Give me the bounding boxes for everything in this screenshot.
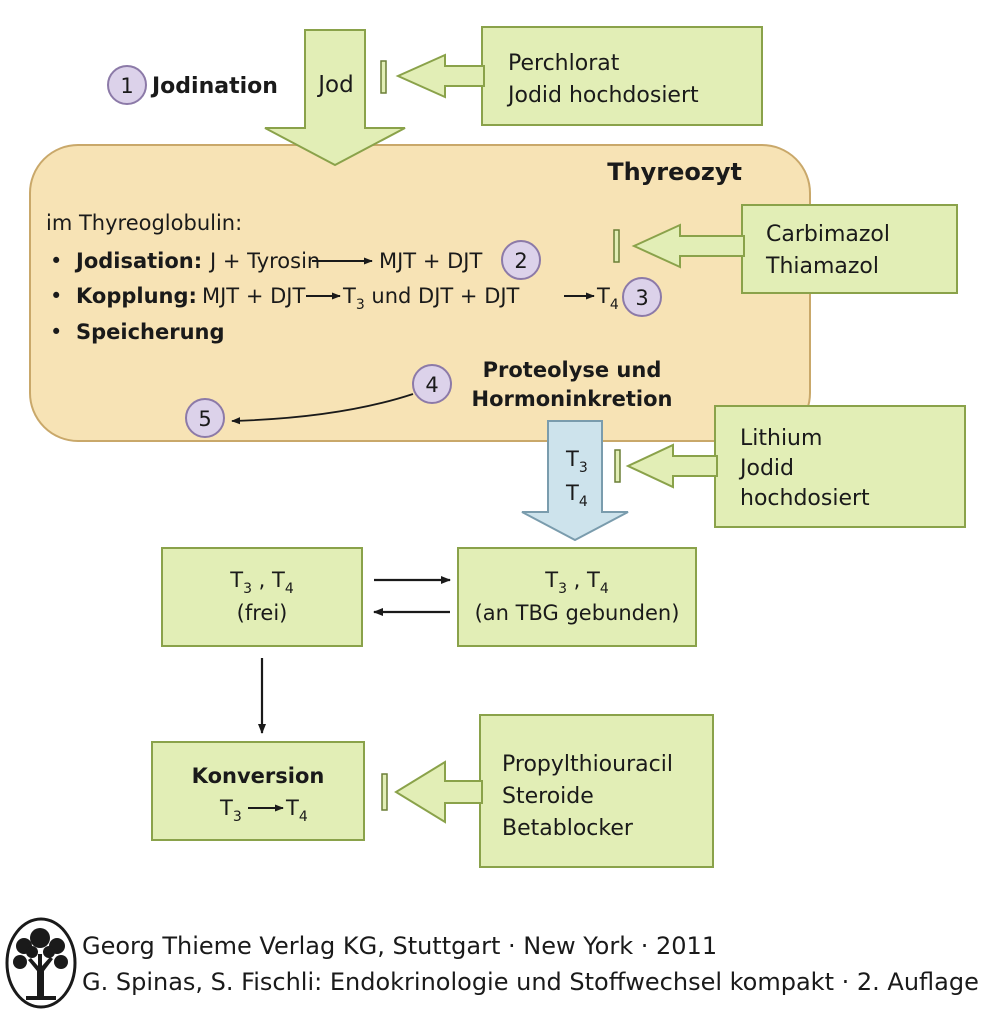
inhibitor-perchlorat-line1: Perchlorat	[508, 51, 620, 76]
bullet-jodisation: •	[50, 249, 62, 273]
inhibition-bar-1	[380, 60, 387, 94]
proteolyse-line2: Hormoninkretion	[472, 387, 673, 411]
step-1-circle	[107, 65, 147, 105]
step-5-circle	[185, 398, 225, 438]
bound-hormone-box	[457, 547, 697, 647]
speicherung-label: Speicherung	[76, 320, 225, 344]
conversion-box	[151, 741, 365, 841]
thyreozyt-title: Thyreozyt	[607, 158, 742, 186]
kopplung-t4: T4	[596, 284, 619, 313]
inhibitor-lithium-line1: Lithium	[740, 426, 822, 451]
conversion-t3: T3	[219, 796, 242, 825]
hormone-release-arrow	[521, 420, 629, 542]
inhibitor-ptu-line3: Betablocker	[502, 816, 634, 841]
jodisation-eq-b: MJT + DJT	[379, 249, 482, 273]
step-4-number: 4	[425, 373, 438, 397]
kopplung-label: Kopplung:	[76, 284, 197, 308]
footer-line1: Georg Thieme Verlag KG, Stuttgart · New …	[82, 932, 718, 960]
inhibition-bar-4	[381, 773, 388, 811]
inhibition-arrow-3	[625, 443, 718, 489]
proteolyse-line1: Proteolyse und	[483, 358, 662, 382]
inhibitor-box-propylthiouracil	[479, 714, 714, 868]
inhibition-bar-2	[613, 229, 620, 263]
thyreoglobulin-intro: im Thyreoglobulin:	[46, 211, 242, 235]
jodination-label: Jodination	[150, 74, 278, 99]
release-t4: T4	[565, 481, 588, 510]
inhibitor-carbimazol-line2: Thiamazol	[765, 254, 879, 279]
jodisation-label: Jodisation:	[74, 249, 202, 273]
inhibitor-lithium-line2: Jodid	[738, 456, 794, 481]
conversion-title: Konversion	[192, 764, 325, 788]
kopplung-eq-a: MJT + DJT	[202, 284, 305, 308]
inhibitor-ptu-line2: Steroide	[502, 784, 594, 809]
inhibitor-ptu-line1: Propylthiouracil	[502, 752, 673, 777]
inhibition-arrow-2	[631, 223, 745, 269]
inhibitor-box-perchlorat	[481, 26, 763, 126]
step-4-to-5-arrow	[231, 393, 414, 425]
inhibitor-lithium-line3: hochdosiert	[740, 486, 870, 511]
thyroid-pathway-diagram: Jod 1 Jodination Perchlorat Jodid hochdo…	[29, 26, 966, 868]
free-hormone-line2: (frei)	[237, 601, 288, 625]
jod-label: Jod	[316, 72, 353, 98]
bullet-kopplung: •	[50, 284, 62, 308]
bullet-speicherung: •	[50, 320, 62, 344]
bound-hormone-line1: T3 , T4	[544, 568, 609, 597]
publisher-footer: Georg Thieme Verlag KG, Stuttgart · New …	[82, 928, 979, 1000]
kopplung-t3: T3 und DJT + DJT	[342, 284, 520, 313]
step-3-circle	[622, 277, 662, 317]
bound-hormone-line2: (an TBG gebunden)	[475, 601, 680, 625]
step-2-number: 2	[514, 249, 527, 273]
step-5-number: 5	[198, 407, 211, 431]
conversion-t4: T4	[285, 796, 308, 825]
step-1-number: 1	[120, 74, 133, 98]
step-2-circle	[501, 240, 541, 280]
step-4-circle	[412, 364, 452, 404]
jod-arrow	[264, 29, 406, 167]
footer-line2: G. Spinas, S. Fischli: Endokrinologie un…	[82, 968, 979, 996]
inhibitor-carbimazol-line1: Carbimazol	[766, 222, 890, 247]
thieme-tree-logo	[5, 917, 77, 1009]
step-3-number: 3	[635, 286, 648, 310]
inhibition-arrow-1	[395, 53, 485, 99]
inhibitor-box-carbimazol	[741, 204, 958, 294]
free-hormone-line1: T3 , T4	[229, 568, 294, 597]
inhibition-bar-3	[614, 449, 621, 483]
release-t3: T3	[565, 447, 588, 476]
inhibition-arrow-4	[394, 760, 483, 824]
inhibitor-box-lithium	[714, 405, 966, 528]
free-hormone-box	[161, 547, 363, 647]
inhibitor-perchlorat-line2: Jodid hochdosiert	[506, 83, 699, 108]
jodisation-eq-a: J + Tyrosin	[208, 249, 320, 273]
